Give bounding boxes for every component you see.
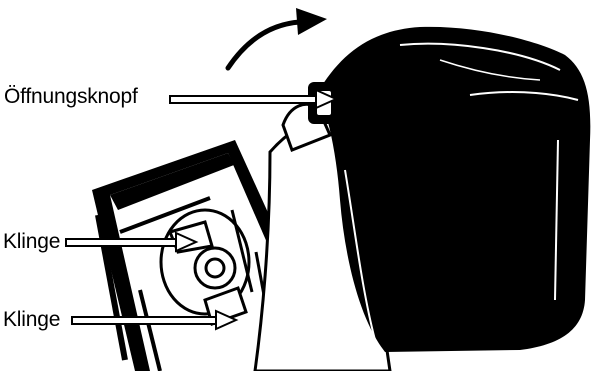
blade-label-lower: Klinge <box>3 308 60 332</box>
opening-button-label: Öffnungsknopf <box>4 85 138 109</box>
rotation-arrow-icon <box>228 8 327 68</box>
blade-label-upper: Klinge <box>3 230 60 254</box>
